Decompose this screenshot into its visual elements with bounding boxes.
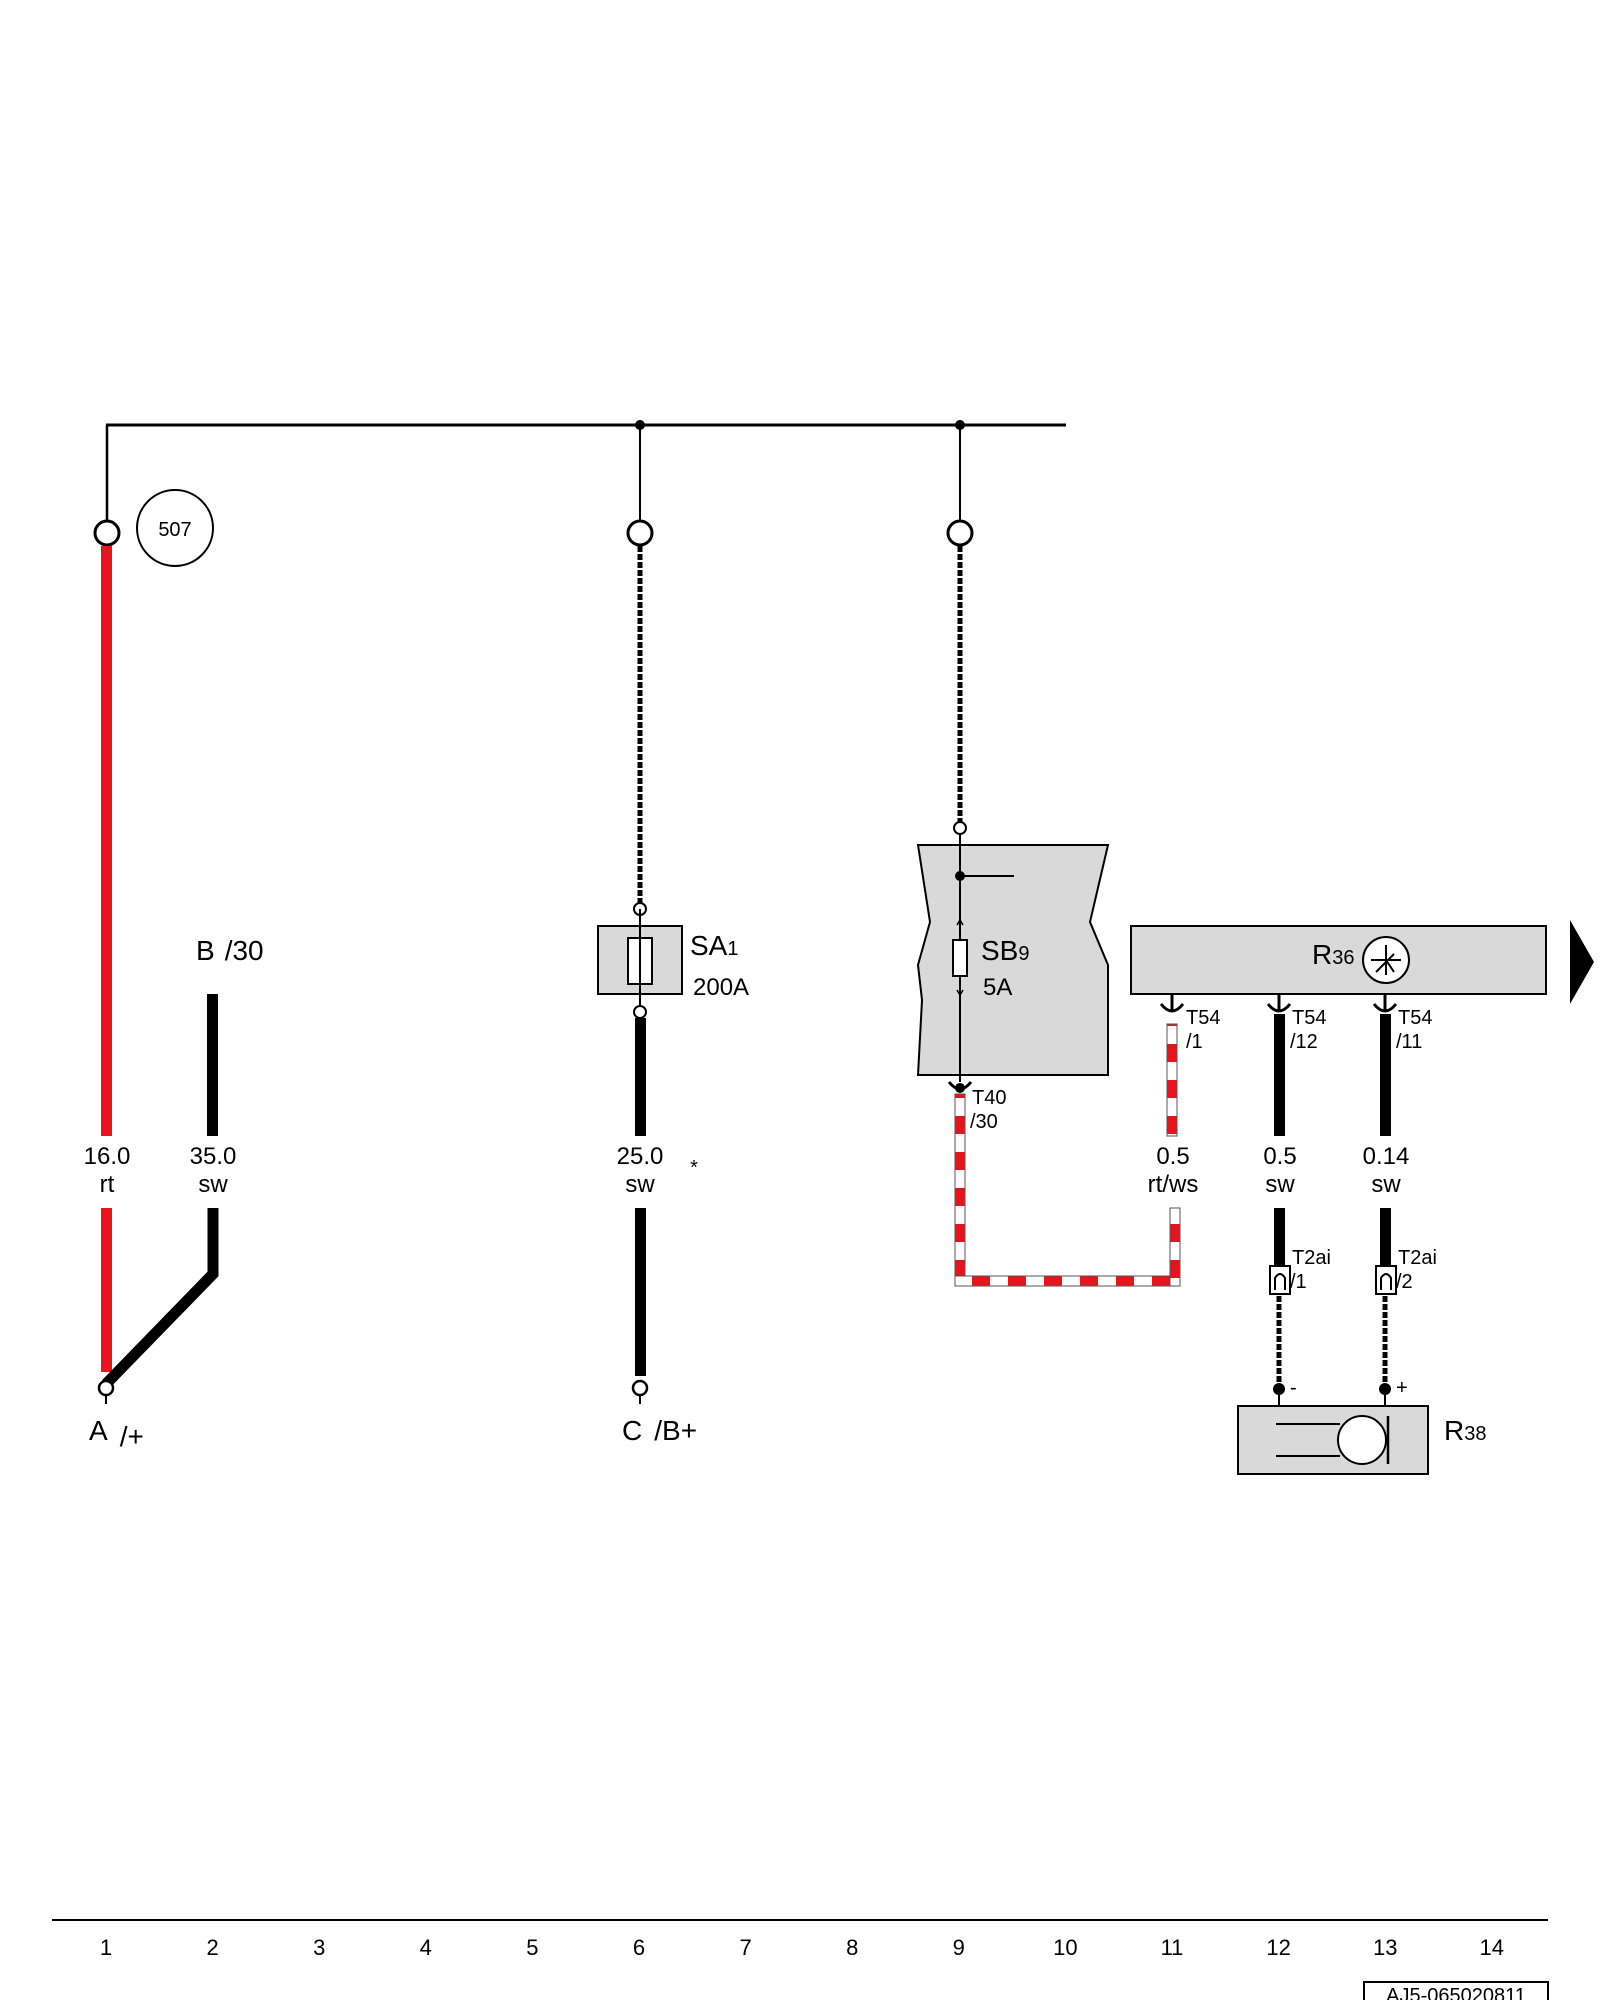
wire-black-b-upper — [207, 994, 218, 1136]
connector-t54-11-name: T54 — [1398, 1007, 1432, 1029]
wire-rtws-right-upper — [1166, 1023, 1178, 1137]
wire-black-c-upper — [635, 1018, 646, 1136]
wire-3-color: sw — [625, 1171, 655, 1198]
column-number: 7 — [739, 1935, 751, 1960]
connector-t2ai-1-pin: /1 — [1290, 1271, 1307, 1293]
column-number: 10 — [1053, 1935, 1077, 1960]
polarity-plus: + — [1396, 1377, 1408, 1399]
wire-5-size: 0.5 — [1263, 1143, 1296, 1170]
column-number: 14 — [1480, 1935, 1504, 1960]
bus-junction-9 — [955, 420, 965, 430]
wire-1-color: rt — [100, 1171, 115, 1198]
wire-black-13-lower — [1380, 1208, 1391, 1266]
connector-t54-11-pin: /11 — [1396, 1031, 1422, 1053]
column-number: 11 — [1161, 1935, 1184, 1960]
connector-t2ai-1 — [1269, 1265, 1291, 1295]
wire-6-color: sw — [1371, 1171, 1401, 1198]
component-r36-label: R36 — [1312, 939, 1354, 970]
wire-5-color: sw — [1265, 1171, 1295, 1198]
connector-t54-1-pin: /1 — [1186, 1031, 1203, 1053]
connector-t2ai-2 — [1375, 1265, 1397, 1295]
r38-symbol-icon — [1337, 1415, 1387, 1465]
column-number: 3 — [313, 1935, 325, 1960]
connector-t40-name: T40 — [972, 1087, 1006, 1109]
doc-code: AJ5-065020811 — [1386, 1985, 1526, 2000]
connector-t2ai-1-name: T2ai — [1292, 1247, 1331, 1269]
fuse-sa1-label: SA1 — [690, 930, 738, 961]
wire-4-color: rt/ws — [1148, 1171, 1199, 1198]
doc-code-box — [1363, 1981, 1549, 2000]
fuse-sb9-element — [952, 939, 968, 977]
polarity-minus: - — [1290, 1377, 1297, 1399]
fuse-sb9-label: SB9 — [981, 935, 1029, 966]
fuse-sb9-housing — [916, 844, 1110, 1076]
reference-label: 507 — [158, 519, 191, 541]
terminal-circle-9 — [946, 519, 974, 547]
column-number: 4 — [420, 1935, 432, 1960]
column-number: 13 — [1373, 1935, 1397, 1960]
wire-2-size: 35.0 — [190, 1143, 237, 1170]
column-number: 12 — [1266, 1935, 1290, 1960]
column-number: 9 — [953, 1935, 965, 1960]
wire-rtws-right-lower — [1169, 1207, 1181, 1287]
terminal-circle-6 — [626, 519, 654, 547]
reference-circle — [136, 489, 214, 567]
wire-2-color: sw — [198, 1171, 228, 1198]
component-r38 — [1237, 1405, 1429, 1475]
wire-4-size: 0.5 — [1156, 1143, 1189, 1170]
column-number: 8 — [846, 1935, 858, 1960]
bus-junction-6 — [635, 420, 645, 430]
connector-t40-pin: /30 — [970, 1111, 998, 1133]
wire-3-size: 25.0 — [617, 1143, 664, 1170]
connector-t54-12-name: T54 — [1292, 1007, 1326, 1029]
column-number: 2 — [206, 1935, 218, 1960]
wire-black-12-upper — [1274, 1014, 1285, 1136]
terminal-circle-1 — [93, 519, 121, 547]
connector-t2ai-2-pin: /2 — [1396, 1271, 1413, 1293]
wire-black-13-upper — [1380, 1014, 1391, 1136]
wire-red-upper — [101, 546, 112, 1136]
wire-6-size: 0.14 — [1363, 1143, 1410, 1170]
column-number: 1 — [100, 1935, 112, 1960]
fuse-sa1-rating: 200A — [693, 974, 749, 1001]
column-number: 5 — [526, 1935, 538, 1960]
connector-t54-1-name: T54 — [1186, 1007, 1220, 1029]
terminal-b-label: B/30 — [196, 935, 264, 966]
wire-rtws-left — [954, 1093, 966, 1287]
wire-1-size: 16.0 — [84, 1143, 131, 1170]
connector-t54-12-pin: /12 — [1290, 1031, 1318, 1053]
component-r36 — [1130, 925, 1547, 995]
continuation-arrow-icon — [1570, 920, 1594, 1004]
terminal-a-point — [97, 1379, 115, 1397]
terminal-c-label: C/B+ — [622, 1415, 697, 1446]
terminal-c-point — [631, 1379, 649, 1397]
wire-black-12-lower — [1274, 1208, 1285, 1266]
wire-black-b-lower — [102, 1208, 219, 1388]
terminal-a-label: A/+ — [89, 1415, 144, 1452]
wire-black-c-lower — [635, 1208, 646, 1376]
wire-red-lower — [101, 1208, 112, 1372]
wire-3-note: * — [690, 1157, 698, 1179]
wire-rtws-bottom — [954, 1275, 1181, 1287]
fuse-sb9-rating: 5A — [983, 974, 1012, 1001]
connector-t2ai-2-name: T2ai — [1398, 1247, 1437, 1269]
component-r38-label: R38 — [1444, 1415, 1486, 1446]
column-number: 6 — [633, 1935, 645, 1960]
